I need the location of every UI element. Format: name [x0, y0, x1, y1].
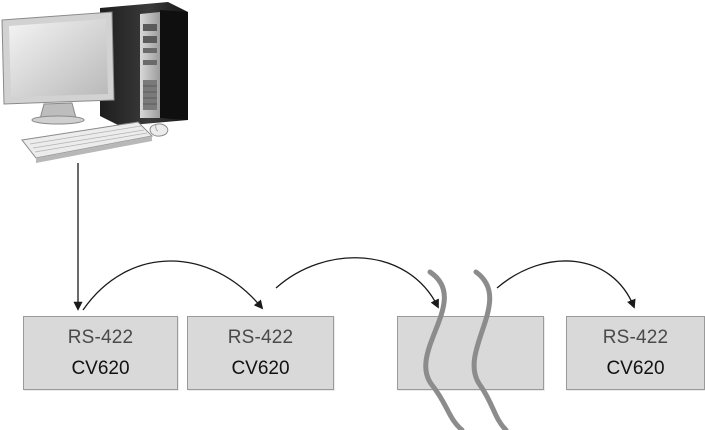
device-box-1: RS-422 CV620 [23, 316, 178, 390]
chain-arrow-1 [82, 260, 264, 311]
device-model-label: CV620 [71, 358, 130, 379]
device-model-label: CV620 [231, 358, 290, 379]
monitor [1, 11, 115, 125]
mouse-icon [149, 123, 169, 137]
computer-tower [100, 2, 188, 126]
chain-arrow-3 [496, 260, 636, 309]
device-protocol-label: RS-422 [602, 327, 669, 348]
device-box-2: RS-422 CV620 [187, 316, 334, 390]
desktop-computer-icon [1, 2, 188, 163]
keyboard-icon [21, 121, 154, 163]
chain-arrow-2 [275, 257, 439, 309]
device-box-last: RS-422 CV620 [566, 316, 705, 390]
device-model-label: CV620 [606, 358, 665, 379]
device-protocol-label: RS-422 [67, 327, 134, 348]
device-protocol-label: RS-422 [227, 327, 294, 348]
device-box-placeholder [397, 316, 544, 390]
